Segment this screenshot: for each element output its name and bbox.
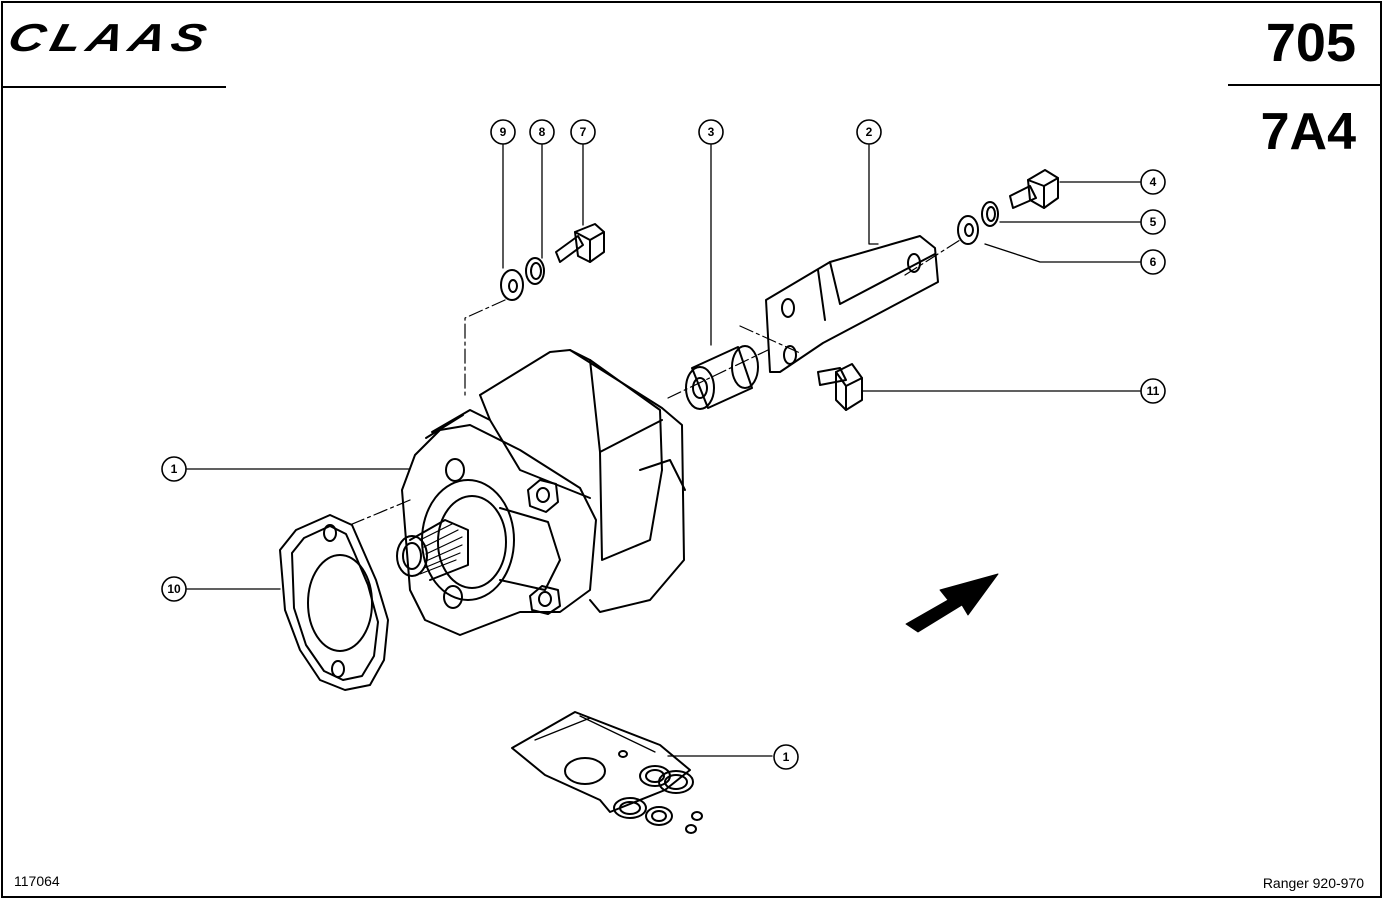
- centre-line-bracket: [739, 325, 801, 354]
- part-5-spring-washer: [981, 201, 999, 227]
- callout-4: 4: [1150, 175, 1157, 189]
- part-10-gasket: [279, 514, 389, 691]
- centre-line-top-bolt: [464, 299, 506, 396]
- direction-arrow-icon: [905, 573, 999, 633]
- centre-line-gasket: [349, 499, 411, 526]
- page-number: 705: [1265, 13, 1356, 73]
- part-7-bolt: [555, 223, 605, 263]
- callout-2: 2: [866, 125, 873, 139]
- centre-lines: [349, 239, 961, 526]
- part-11-bolt: [817, 363, 863, 411]
- part-9-washer: [500, 269, 524, 301]
- leader-2: [868, 144, 879, 245]
- callout-10: 10: [167, 582, 181, 596]
- callout-1-sealkit: 1: [783, 750, 790, 764]
- part-6-washer: [957, 215, 979, 245]
- part-1-seal-kit: [511, 711, 703, 834]
- part-4-bolt: [1009, 169, 1059, 209]
- callout-3: 3: [708, 125, 715, 139]
- part-8-spring-washer: [525, 257, 545, 285]
- part-2-bracket: [765, 235, 939, 373]
- leader-6: [984, 243, 1141, 263]
- model-label: Ranger 920-970: [1262, 875, 1364, 891]
- drawing-number: 117064: [14, 873, 60, 889]
- callout-1-pump: 1: [171, 462, 178, 476]
- section-code: 7A4: [1260, 103, 1356, 161]
- callout-9: 9: [500, 125, 507, 139]
- centre-line-spacer: [667, 349, 769, 399]
- part-3-spacer: [685, 345, 759, 410]
- callout-6: 6: [1150, 255, 1157, 269]
- callout-8: 8: [539, 125, 546, 139]
- header-rule-right: [1228, 84, 1380, 86]
- callout-7: 7: [580, 125, 587, 139]
- part-1-gear-pump: [396, 349, 686, 636]
- callout-11: 11: [1147, 384, 1160, 398]
- callout-circles: [161, 119, 1166, 770]
- leader-lines: [186, 144, 1141, 757]
- callout-5: 5: [1150, 215, 1157, 229]
- header-rule-left: [2, 86, 226, 88]
- centre-line-bracket-top: [904, 239, 961, 276]
